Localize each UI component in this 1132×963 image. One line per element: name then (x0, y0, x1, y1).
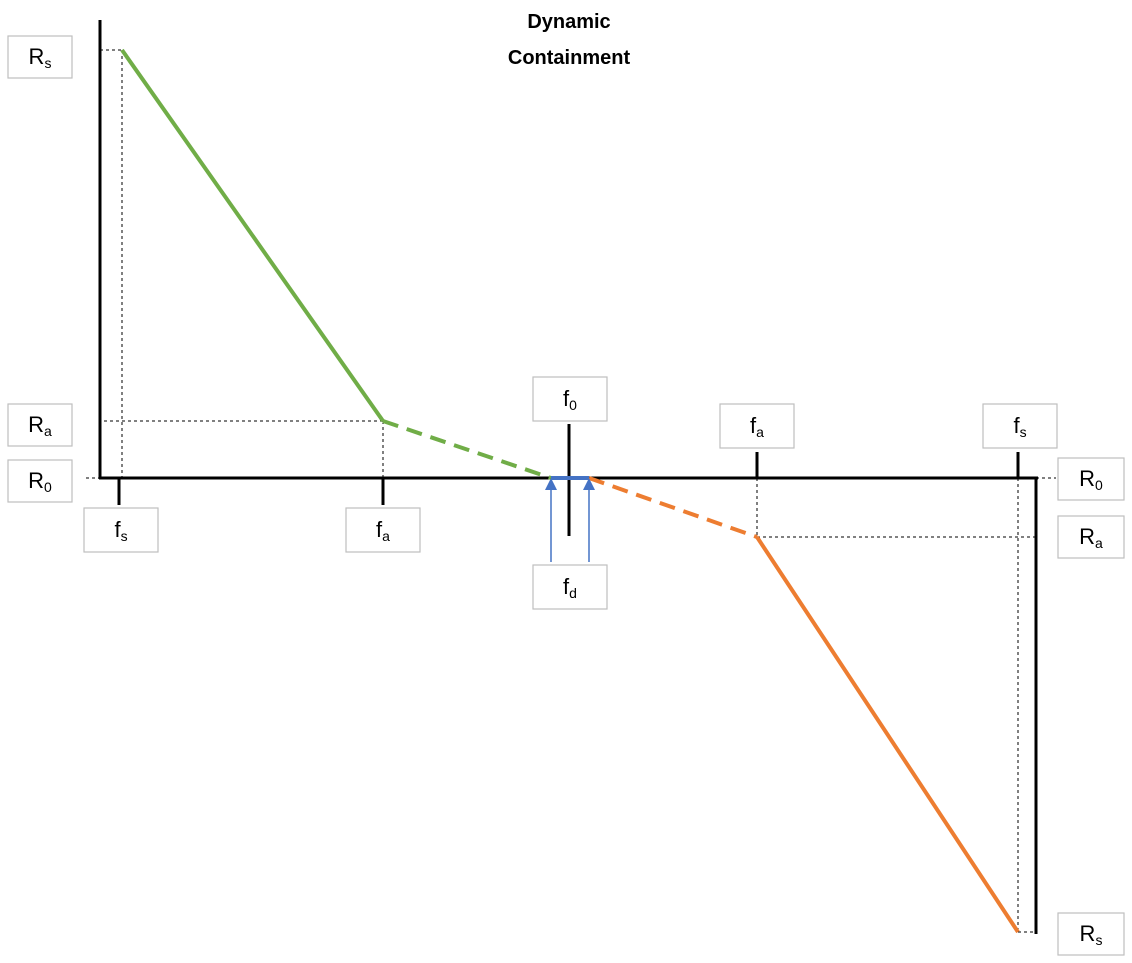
svg-text:fs: fs (1013, 413, 1026, 440)
response-curves (120, 48, 1020, 934)
deadband-arrow-left-head (545, 478, 557, 490)
label-rs-left: Rs (7, 35, 73, 79)
label-ra-left: Ra (7, 403, 73, 447)
label-boxes: Rs Ra R0 fs fa f0 fd fa (7, 35, 1125, 956)
low-frequency-response-dashed (382, 419, 552, 480)
svg-text:fs: fs (114, 517, 127, 544)
label-fs-left: fs (83, 507, 159, 553)
guide-lines (86, 49, 1056, 933)
svg-text:Ra: Ra (28, 412, 52, 439)
label-r0-right: R0 (1057, 457, 1125, 501)
label-rs-right: Rs (1057, 912, 1125, 956)
label-f0: f0 (532, 376, 608, 422)
svg-text:Ra: Ra (1079, 524, 1103, 551)
high-frequency-response-solid (755, 535, 1020, 934)
deadband-arrow-right-head (583, 478, 595, 490)
svg-text:R0: R0 (1079, 466, 1103, 493)
label-ra-right: Ra (1057, 515, 1125, 559)
diagram-title-line-1: Dynamic (527, 11, 610, 33)
svg-text:fa: fa (376, 517, 390, 544)
diagram-title-line-2: Containment (508, 47, 631, 69)
svg-text:Rs: Rs (1080, 921, 1103, 948)
high-frequency-response-dashed (588, 476, 758, 539)
label-r0-left: R0 (7, 459, 73, 503)
svg-text:Rs: Rs (29, 44, 52, 71)
svg-text:fd: fd (563, 574, 577, 601)
low-frequency-response-solid (120, 48, 385, 423)
svg-text:f0: f0 (563, 386, 577, 413)
deadband-arrows (545, 478, 595, 562)
svg-text:fa: fa (750, 413, 764, 440)
label-fd: fd (532, 564, 608, 610)
label-fa-left: fa (345, 507, 421, 553)
svg-text:R0: R0 (28, 468, 52, 495)
label-fa-right: fa (719, 403, 795, 449)
label-fs-right: fs (982, 403, 1058, 449)
